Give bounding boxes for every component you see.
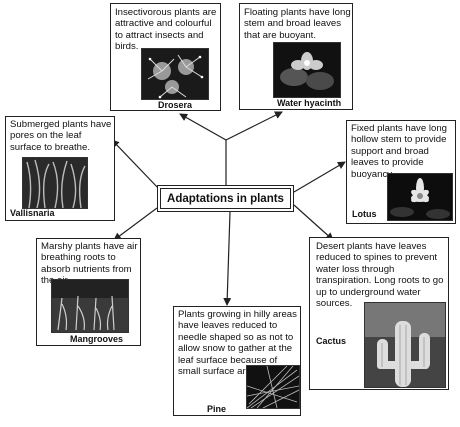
node-vallisnaria: Submerged plants have pores on the leaf …: [5, 116, 115, 221]
node-pine: Plants growing in hilly areas have leave…: [173, 306, 301, 416]
node-water-hyacinth-label: Water hyacinth: [277, 98, 342, 108]
pine-image: [246, 365, 300, 409]
drosera-image: [141, 48, 209, 100]
center-title: Adaptations in plants: [160, 188, 291, 209]
mangrooves-image: [51, 279, 129, 333]
arrow-to-pine: [223, 211, 232, 306]
node-drosera-label: Drosera: [158, 100, 193, 110]
node-cactus-text: Desert plants have leaves reduced to spi…: [316, 241, 444, 310]
node-mangrooves: Marshy plants have air breathing roots t…: [36, 238, 141, 346]
water-hyacinth-image: [273, 42, 341, 98]
vallisnaria-image: [22, 157, 88, 209]
node-pine-text: Plants growing in hilly areas have leave…: [178, 309, 297, 378]
cactus-image: [364, 302, 446, 388]
arrow-to-water-hyacinth: [225, 111, 283, 141]
center-title-box: Adaptations in plants: [157, 185, 294, 212]
lotus-image: [387, 173, 453, 221]
node-cactus: Desert plants have leaves reduced to spi…: [309, 237, 449, 390]
node-water-hyacinth-text: Floating plants have long stem and broad…: [244, 7, 351, 41]
node-mangrooves-label: Mangrooves: [70, 334, 124, 344]
arrow-to-cactus: [293, 204, 334, 241]
arrow-to-vallisnaria: [111, 139, 161, 191]
node-lotus-text: Fixed plants have long hollow stem to pr…: [351, 123, 447, 180]
node-drosera: Insectivorous plants are attractive and …: [110, 3, 221, 111]
node-lotus-label: Lotus: [352, 209, 377, 219]
arrow-to-mangrooves: [113, 207, 158, 241]
node-drosera-text: Insectivorous plants are attractive and …: [115, 7, 217, 53]
arrow-to-lotus: [293, 161, 346, 193]
node-cactus-label: Cactus: [316, 336, 347, 346]
node-pine-label: Pine: [207, 404, 227, 414]
node-water-hyacinth: Floating plants have long stem and broad…: [239, 3, 353, 110]
node-vallisnaria-label: Vallisnaria: [10, 208, 55, 218]
arrow-to-drosera: [179, 113, 227, 141]
node-lotus: Fixed plants have long hollow stem to pr…: [346, 120, 456, 224]
node-vallisnaria-text: Submerged plants have pores on the leaf …: [10, 119, 112, 153]
